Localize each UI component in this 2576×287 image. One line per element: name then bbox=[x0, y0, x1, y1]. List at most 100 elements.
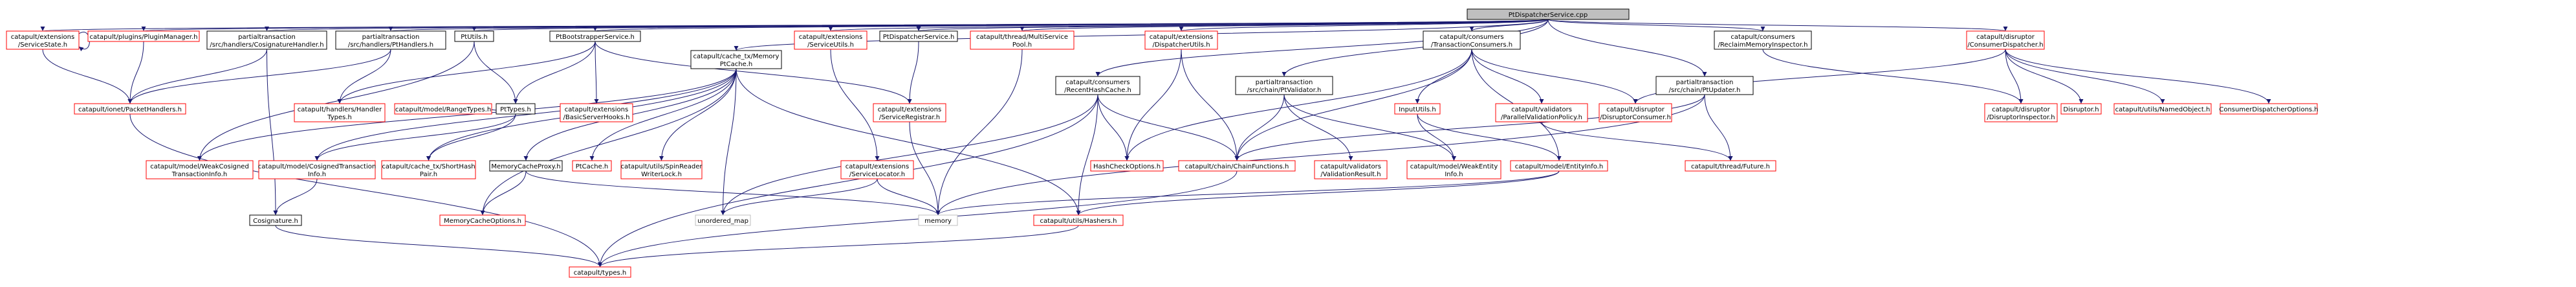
node-label: catapult/validators bbox=[1320, 163, 1381, 170]
node-label: WriterLock.h bbox=[641, 171, 682, 178]
node-box bbox=[970, 30, 1075, 50]
node-hashers[interactable]: catapult/utils/Hashers.h bbox=[1033, 214, 1124, 226]
node-box bbox=[1655, 76, 1754, 95]
node-label: /DisruptorConsumer.h bbox=[1600, 114, 1671, 121]
node-label: catapult/model/EntityInfo.h bbox=[1515, 163, 1603, 170]
node-label: PtDispatcherService.cpp bbox=[1509, 12, 1588, 19]
node-box bbox=[1714, 30, 1812, 50]
node-dispinspector[interactable]: catapult/disruptor/DisruptorInspector.h bbox=[1984, 103, 2058, 122]
node-packethandlers[interactable]: catapult/ionet/PacketHandlers.h bbox=[74, 103, 186, 115]
edge-memcacheproxy-to-memcacheopts bbox=[480, 170, 527, 216]
node-rangetypes[interactable]: catapult/model/RangeTypes.h bbox=[394, 103, 492, 115]
node-dispconsumer[interactable]: catapult/disruptor/DisruptorConsumer.h bbox=[1599, 103, 1672, 122]
node-label: HashCheckOptions.h bbox=[1093, 163, 1161, 170]
node-svclocator[interactable]: catapult/extensions/ServiceLocator.h bbox=[840, 160, 914, 179]
edge-svclocator-to-memory bbox=[877, 178, 941, 216]
edge-root-to-consdisp bbox=[1547, 19, 2007, 32]
node-disruptorh[interactable]: Disruptor.h bbox=[2060, 103, 2102, 115]
node-parallelval[interactable]: catapult/validators/ParallelValidationPo… bbox=[1495, 103, 1588, 122]
node-consdispopts[interactable]: ConsumerDispatcherOptions.h bbox=[2219, 103, 2319, 115]
node-inpututils[interactable]: InputUtils.h bbox=[1394, 103, 1441, 115]
node-box bbox=[690, 50, 782, 69]
edge-ptvalidator-to-valresult bbox=[1283, 94, 1353, 161]
node-typesh[interactable]: catapult/types.h bbox=[569, 266, 631, 278]
node-disputils[interactable]: catapult/extensions/DispatcherUtils.h bbox=[1144, 30, 1218, 50]
node-label: MemoryCacheProxy.h bbox=[491, 163, 560, 170]
edge-svcstate-to-packethandlers bbox=[42, 49, 133, 104]
node-ptdispsvc[interactable]: PtDispatcherService.h bbox=[879, 30, 958, 42]
node-ptvalidator[interactable]: partialtransaction/src/chain/PtValidator… bbox=[1235, 76, 1333, 95]
node-root[interactable]: PtDispatcherService.cpp bbox=[1467, 8, 1630, 20]
edge-mspool-to-memory bbox=[935, 49, 1023, 216]
edge-root-to-recenthash bbox=[1095, 19, 1549, 77]
node-box bbox=[1495, 103, 1588, 122]
node-label: catapult/handlers/Handler bbox=[298, 106, 382, 113]
node-svcreg[interactable]: catapult/extensions/ServiceRegistrar.h bbox=[873, 103, 946, 122]
node-label: /src/handlers/PtHandlers.h bbox=[348, 41, 433, 49]
edge-disputils-to-chainfns bbox=[1181, 49, 1239, 161]
node-ptcacheh[interactable]: PtCache.h bbox=[572, 160, 612, 172]
node-ptboot[interactable]: PtBootstrapperService.h bbox=[549, 30, 641, 42]
node-valresult[interactable]: catapult/validators/ValidationResult.h bbox=[1314, 160, 1388, 179]
node-hashcheck[interactable]: HashCheckOptions.h bbox=[1090, 160, 1164, 172]
node-cosighandler[interactable]: partialtransaction/src/handlers/Cosignat… bbox=[206, 30, 327, 50]
node-label: catapult/cache_tx/Memory bbox=[693, 53, 780, 60]
node-box bbox=[381, 160, 476, 179]
node-ptutils[interactable]: PtUtils.h bbox=[454, 30, 494, 42]
node-entityinfo[interactable]: catapult/model/EntityInfo.h bbox=[1510, 160, 1608, 172]
node-recenthash[interactable]: catapult/consumers/RecentHashCache.h bbox=[1055, 76, 1141, 95]
edge-pttypes-to-cosignedtx bbox=[314, 113, 516, 161]
node-weakcosigned[interactable]: catapult/model/WeakCosignedTransactionIn… bbox=[146, 160, 254, 179]
node-pttypes[interactable]: PtTypes.h bbox=[496, 103, 536, 115]
node-label: /ParallelValidationPolicy.h bbox=[1501, 114, 1582, 121]
node-chainfns[interactable]: catapult/chain/ChainFunctions.h bbox=[1178, 160, 1296, 172]
node-basicserver[interactable]: catapult/extensions/BasicServerHooks.h bbox=[560, 103, 633, 122]
node-box bbox=[294, 103, 386, 122]
node-label: catapult/disruptor bbox=[1976, 34, 2035, 41]
node-svcstate[interactable]: catapult/extensions/ServiceState.h bbox=[6, 30, 80, 50]
node-label: /src/chain/PtValidator.h bbox=[1247, 87, 1322, 94]
node-txconsumers[interactable]: catapult/consumers/TransactionConsumers.… bbox=[1423, 30, 1521, 50]
node-label: partialtransaction bbox=[1256, 79, 1313, 86]
node-namedobj[interactable]: catapult/utils/NamedObject.h bbox=[2113, 103, 2212, 115]
node-memcacheopts[interactable]: MemoryCacheOptions.h bbox=[439, 214, 526, 226]
edge-ptboot-to-handlertypes bbox=[337, 41, 596, 104]
edge-root-to-disputils bbox=[1179, 19, 1549, 32]
node-label: unordered_map bbox=[697, 218, 748, 225]
edge-inpututils-to-weakentity bbox=[1417, 113, 1456, 161]
node-label: catapult/utils/SpinReader bbox=[620, 163, 703, 170]
edge-inpututils-to-entityinfo bbox=[1417, 113, 1562, 161]
edge-pthandlers-to-handlertypes bbox=[337, 49, 391, 104]
node-label: memory bbox=[924, 218, 952, 225]
node-reclaim[interactable]: catapult/consumers/ReclaimMemoryInspecto… bbox=[1714, 30, 1812, 50]
node-pthandlers[interactable]: partialtransaction/src/handlers/PtHandle… bbox=[335, 30, 446, 50]
node-label: PtTypes.h bbox=[500, 106, 531, 113]
node-box bbox=[1235, 76, 1333, 95]
edge-disputils-to-hashcheck bbox=[1124, 49, 1182, 161]
node-pluginmgr[interactable]: catapult/plugins/PluginManager.h bbox=[87, 30, 200, 42]
node-label: TransactionInfo.h bbox=[171, 171, 227, 178]
node-box bbox=[840, 160, 914, 179]
edge-pthandlers-to-packethandlers bbox=[127, 49, 391, 104]
node-label: /ServiceState.h bbox=[18, 41, 67, 49]
node-label: catapult/extensions bbox=[878, 106, 941, 113]
node-svcutils[interactable]: catapult/extensions/ServiceUtils.h bbox=[794, 30, 868, 50]
node-memcacheproxy[interactable]: MemoryCacheProxy.h bbox=[489, 160, 563, 172]
node-box bbox=[6, 30, 80, 50]
node-box bbox=[794, 30, 868, 50]
node-box bbox=[918, 214, 958, 226]
node-label: PtDispatcherService.h bbox=[883, 34, 955, 41]
edge-svcreg-to-memory bbox=[909, 121, 941, 216]
node-ptupdater[interactable]: partialtransaction/src/chain/PtUpdater.h bbox=[1655, 76, 1754, 95]
node-consdisp[interactable]: catapult/disruptor/ConsumerDispatcher.h bbox=[1966, 30, 2045, 50]
node-unorderedmap: unordered_map bbox=[695, 214, 751, 226]
node-future[interactable]: catapult/thread/Future.h bbox=[1685, 160, 1776, 172]
node-cosignature[interactable]: Cosignature.h bbox=[249, 214, 302, 226]
